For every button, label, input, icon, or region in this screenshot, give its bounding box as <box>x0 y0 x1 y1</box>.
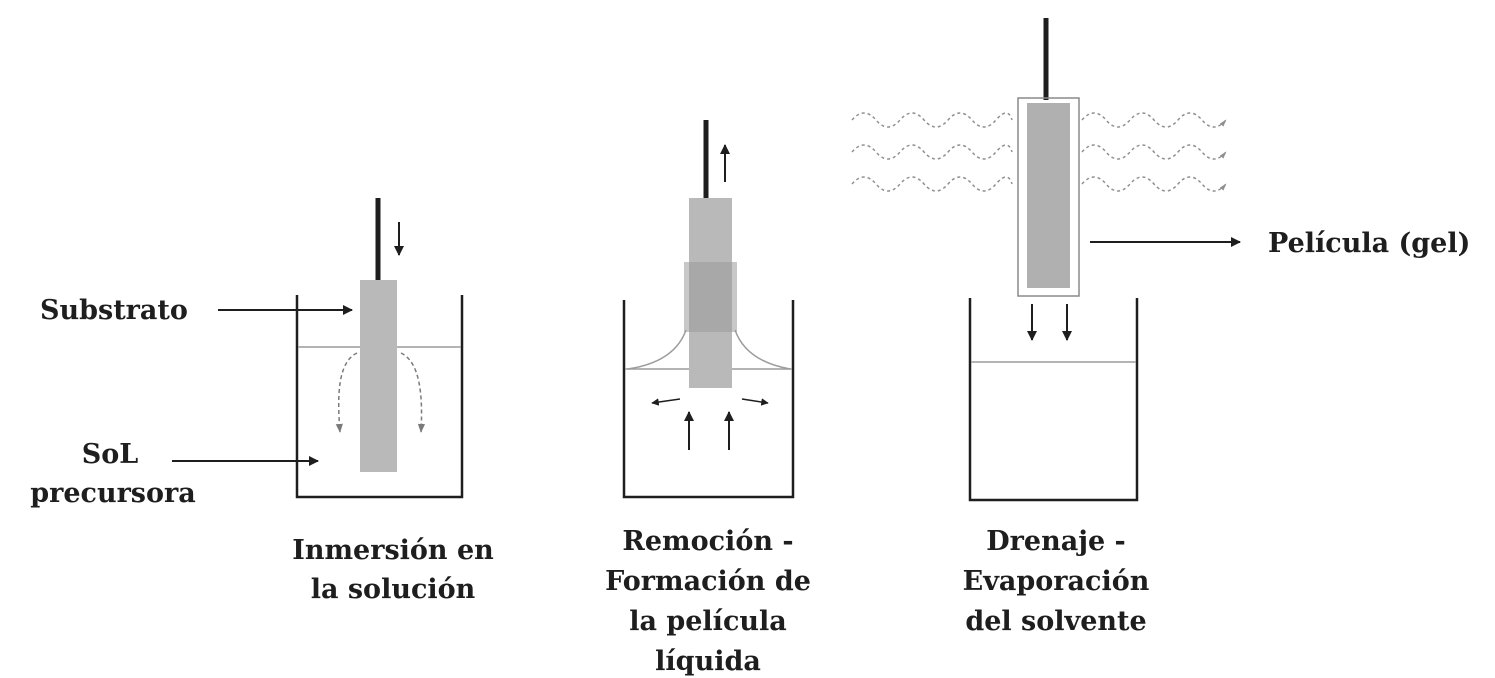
sol-label-line1: SoL <box>82 439 139 470</box>
gel-film-outline <box>1017 97 1080 297</box>
step-3-caption-line2: Evaporación <box>963 566 1150 597</box>
substrate-1 <box>360 280 397 472</box>
step-3-caption-line1: Drenaje - <box>986 526 1126 557</box>
beaker-1 <box>295 295 464 499</box>
step-drainage: Película (gel) Drenaje - Evaporación del… <box>851 18 1470 637</box>
vapor-waves-right <box>1081 112 1227 192</box>
step-immersion: Substrato SoL precursora Inmersión en la… <box>30 198 494 605</box>
substrate-3 <box>1027 103 1070 288</box>
step-removal: Remoción - Formación de la película líqu… <box>605 120 811 677</box>
step-1-caption-line2: la solución <box>311 574 476 605</box>
film-label: Película (gel) <box>1268 228 1470 259</box>
sol-label-line2: precursora <box>30 478 196 509</box>
film-curve-right-icon <box>734 329 791 370</box>
step-2-caption-line3: la película <box>629 606 787 637</box>
step-2-caption-line2: Formación de <box>605 566 811 597</box>
film-curve-left-icon <box>627 329 687 370</box>
flow-curve-right-icon <box>400 352 426 433</box>
step-3-caption-line3: del solvente <box>965 606 1146 637</box>
beaker-2 <box>622 300 795 499</box>
vapor-waves-left <box>851 112 1013 192</box>
flow-curve-left-icon <box>335 352 358 433</box>
step-2-caption-line1: Remoción - <box>622 526 793 557</box>
step-1-caption-line1: Inmersión en <box>292 535 494 566</box>
step-2-caption-line4: líquida <box>655 646 761 677</box>
beaker-3 <box>968 298 1139 502</box>
substrate-label: Substrato <box>40 295 188 326</box>
liquid-film-2 <box>684 262 737 332</box>
drain-arrow-right-icon <box>741 398 769 406</box>
drain-arrow-left-icon <box>651 398 681 406</box>
